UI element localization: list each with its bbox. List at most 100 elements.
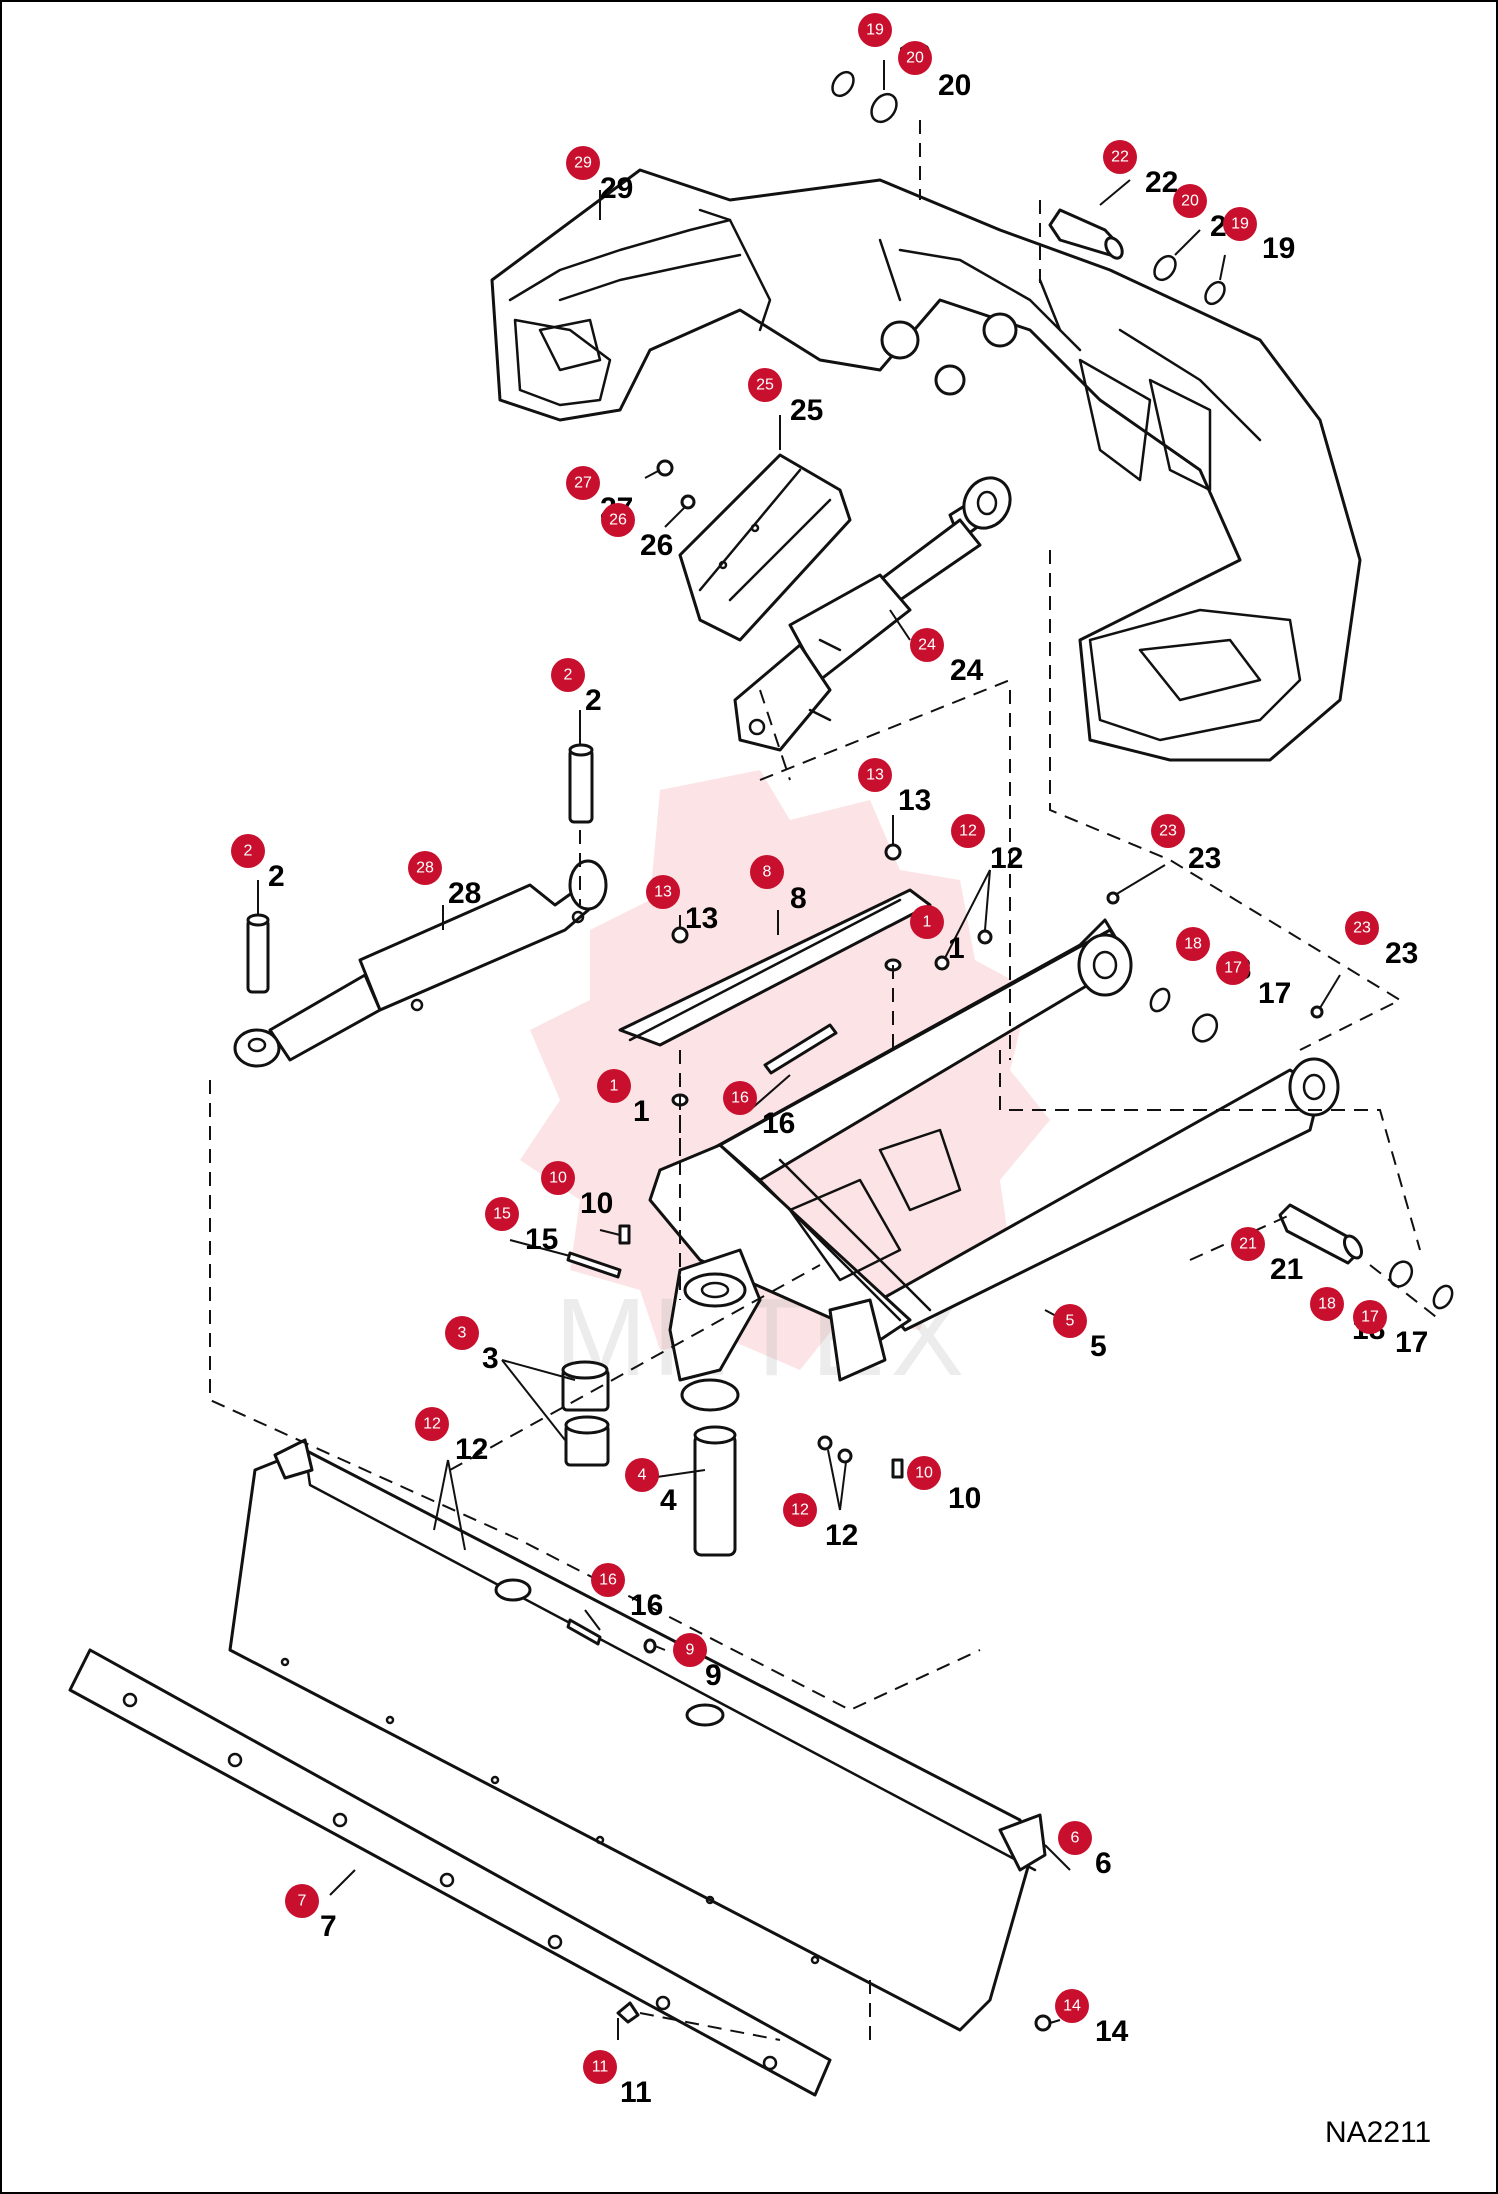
part-number-label: 9 [705,1659,722,1692]
callout-badge-number: 15 [493,1206,511,1223]
callout-badge-circle [601,503,635,537]
part-number-label: 21 [1270,1253,1303,1286]
callout-badge-circle [591,1563,625,1597]
callout-badge-circle [597,1069,631,1103]
part-11-bolt [616,2001,640,2024]
part-12-nuts-upper [934,929,993,971]
callout-badge-number: 16 [731,1090,749,1107]
callout-badge-circle [566,466,600,500]
callout-badge-number: 18 [1184,936,1202,953]
callout-badge-number: 24 [918,637,936,654]
callout-badge-circle [415,1407,449,1441]
callout-badge-circle [646,875,680,909]
callout-badge-circle [1176,927,1210,961]
callout-badge-number: 12 [791,1502,809,1519]
callout-2: 22 [231,834,285,893]
part-2-pin-lower [246,913,270,994]
part-number-label: 14 [1095,2015,1129,2048]
callout-badge-number: 9 [686,1642,695,1659]
callout-badge-number: 2 [244,843,253,860]
part-number-label: 17 [1258,977,1291,1010]
callout-badge-circle [1223,207,1257,241]
part-number-label: 7 [320,1910,337,1943]
callout-badge-circle [907,1456,941,1490]
part-26-27-nut-washer [656,459,696,510]
callout-badge-circle [551,658,585,692]
leader-lines [257,60,1341,2040]
callout-badge-number: 20 [906,50,924,67]
part-29-mount-frame [490,168,1362,762]
part-number-label: 16 [630,1589,663,1622]
callout-badge-number: 6 [1071,1830,1080,1847]
part-number-label: 12 [990,842,1023,875]
part-number-label: 23 [1385,937,1418,970]
callout-badge-circle [858,13,892,47]
part-7-cutting-edge [68,1648,832,2097]
part-15-bolt [566,1251,622,1279]
part-number-label: 20 [938,69,971,102]
assembly-lines [209,120,1441,2041]
figure-code: NA2211 [1325,2116,1431,2149]
callout-badge-number: 23 [1159,823,1177,840]
callout-7: 77 [285,1884,337,1943]
callout-badge-number: 13 [866,767,884,784]
part-28-angle-cylinder [233,859,608,1068]
callout-11: 11 11 [583,2050,652,2109]
callout-badge-number: 28 [416,860,434,877]
part-number-label: 5 [1090,1330,1107,1363]
callout-badge-circle [1310,1287,1344,1321]
part-number-label: 11 [620,2076,652,2109]
part-3-bushings [561,1360,610,1467]
callout-8: 88 [750,855,807,915]
part-number-label: 19 [1262,232,1295,265]
part-number-label: 22 [1145,166,1178,199]
part-number-label: 2 [268,860,285,893]
callout-badge-number: 19 [1231,216,1249,233]
part-14-nut [1034,2014,1052,2032]
callout-badge-number: 27 [574,475,592,492]
part-5-push-frame [648,918,1340,1412]
part-2-pin-upper [568,743,594,824]
part-number-label: 17 [1395,1326,1428,1359]
callout-badge-circle [750,855,784,889]
callout-badge-number: 3 [458,1325,467,1342]
callout-badge-number: 14 [1063,1998,1081,2015]
callout-badge-number: 29 [574,155,592,172]
part-24-tilt-cylinder [733,476,1012,752]
part-25-cover-plate [678,453,852,642]
callout-14: 14 14 [1055,1989,1129,2048]
part-23-fittings [1106,891,1324,1019]
callout-badge-number: 12 [423,1416,441,1433]
callout-badge-circle [1173,184,1207,218]
callout-badge-circle [910,905,944,939]
part-4-pivot-pin [693,1425,737,1557]
callout-badge-circle [583,2050,617,2084]
callout-badge-circle [625,1458,659,1492]
callout-badge-number: 11 [592,2059,609,2076]
part-number-label: 15 [525,1223,558,1256]
part-21-pin-right [1278,1203,1364,1265]
callout-badge-number: 19 [866,22,884,39]
callout-badge-circle [858,758,892,792]
callout-badge-number: 1 [610,1078,619,1095]
part-13-nuts [671,843,902,944]
callout-badge-number: 8 [763,864,772,881]
callout-6: 66 [1058,1821,1112,1880]
part-number-label: 13 [685,902,718,935]
part-6-dozer-blade [228,1438,1047,2032]
part-number-label: 26 [640,529,673,562]
callout-badge-circle [1151,814,1185,848]
callout-badge-number: 25 [756,377,774,394]
callout-badge-number: 7 [298,1893,307,1910]
